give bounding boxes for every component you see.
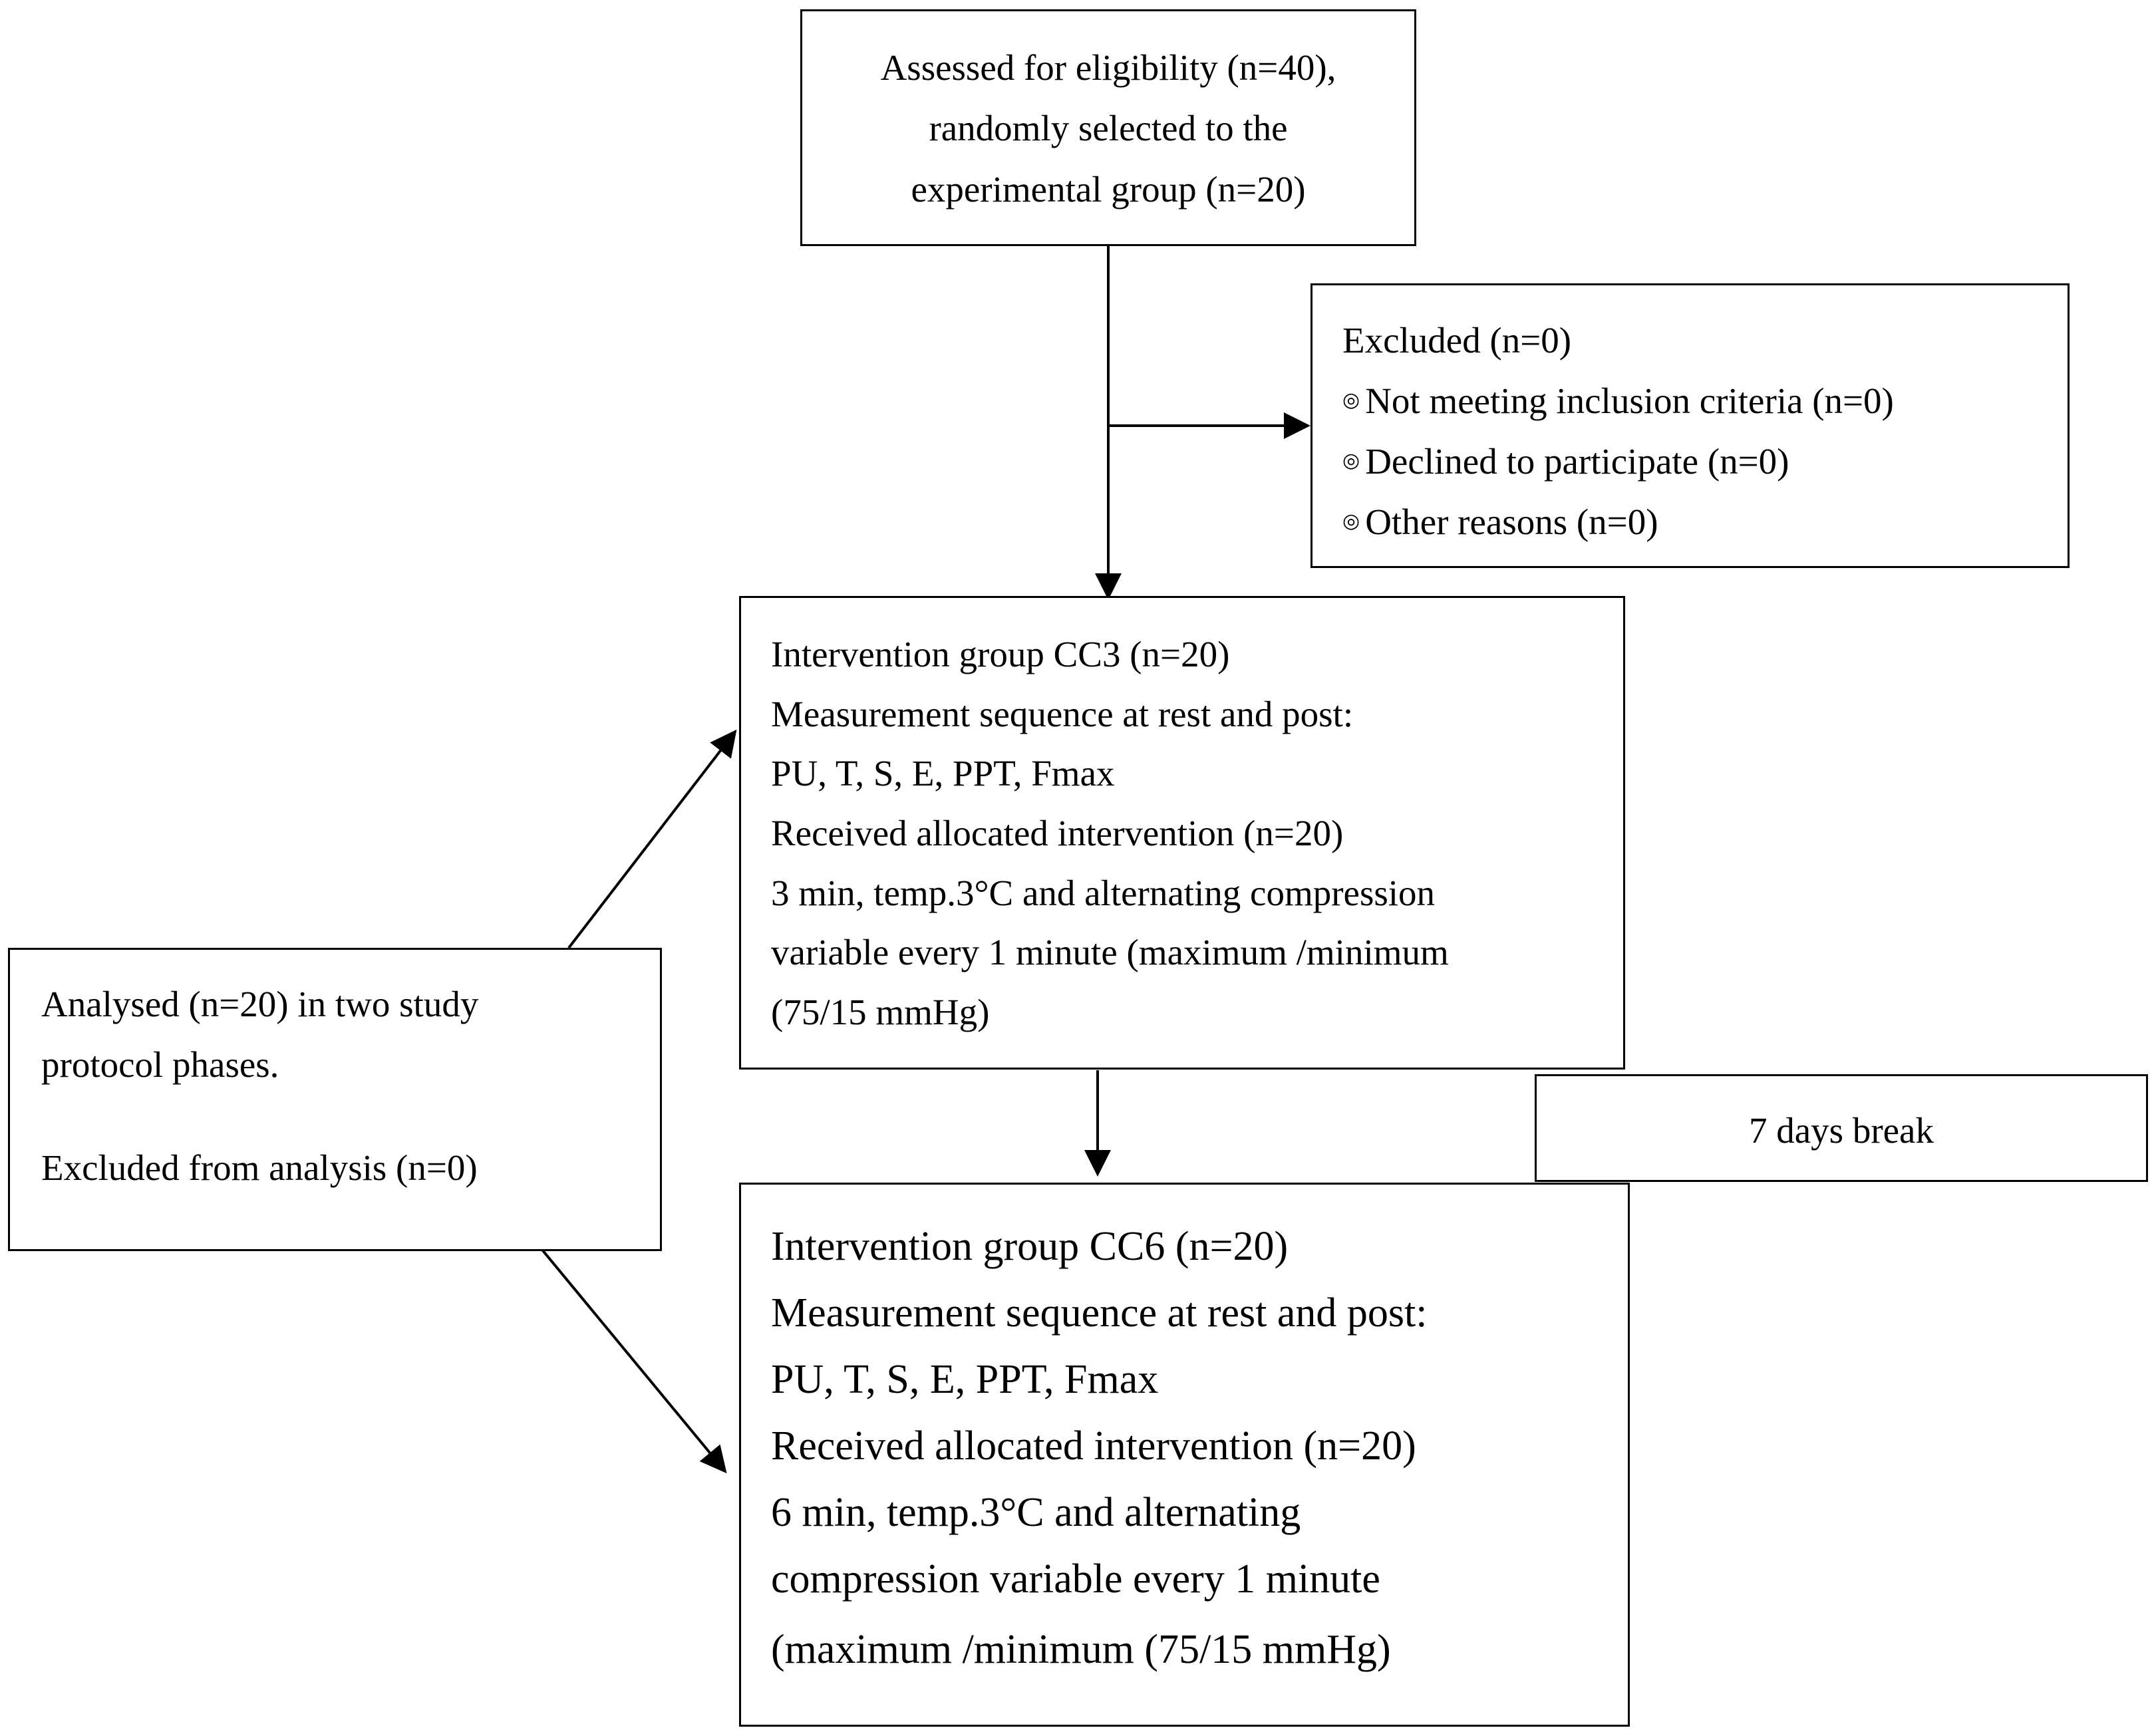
cc6-line-1: Intervention group CC6 (n=20) [771,1224,1289,1269]
excluded-box: Excluded (n=0) ◎Not meeting inclusion cr… [1310,283,2070,568]
excluded-item-label: Declined to participate (n=0) [1365,441,1789,482]
excluded-item-label: Not meeting inclusion criteria (n=0) [1365,380,1894,421]
break-box: 7 days break [1535,1074,2148,1182]
cc3-line-6: variable every 1 minute (maximum /minimu… [771,932,1449,972]
open-circle-bullet-icon: ◎ [1342,510,1360,533]
excluded-item-label: Other reasons (n=0) [1365,502,1658,542]
excluded-item-2: ◎Declined to participate (n=0) [1342,443,1789,480]
open-circle-bullet-icon: ◎ [1342,450,1360,472]
assessed-line-1: Assessed for eligibility (n=40), [880,47,1336,88]
cc6-line-3: PU, T, S, E, PPT, Fmax [771,1357,1159,1402]
cc3-line-5: 3 min, temp.3°C and alternating compress… [771,873,1436,913]
analysed-line-2: protocol phases. [41,1044,279,1085]
cc3-line-4: Received allocated intervention (n=20) [771,813,1344,853]
cc6-line-5: 6 min, temp.3°C and alternating [771,1490,1301,1535]
assessed-line-2: randomly selected to the [929,108,1288,148]
cc6-line-4: Received allocated intervention (n=20) [771,1423,1416,1469]
excluded-title: Excluded (n=0) [1342,320,1572,361]
arrow-analysed-to-cc3 [567,729,737,949]
cc6-line-2: Measurement sequence at rest and post: [771,1290,1428,1336]
excluded-item-1: ◎Not meeting inclusion criteria (n=0) [1342,382,1894,419]
excluded-item-3: ◎Other reasons (n=0) [1342,504,1658,540]
analysed-line-3: Excluded from analysis (n=0) [41,1147,478,1188]
cc6-line-7: (maximum /minimum (75/15 mmHg) [771,1627,1391,1672]
break-label: 7 days break [1749,1110,1934,1151]
open-circle-bullet-icon: ◎ [1342,389,1360,412]
cc3-line-7: (75/15 mmHg) [771,992,990,1032]
assessed-box: Assessed for eligibility (n=40), randoml… [800,9,1416,246]
cc3-line-2: Measurement sequence at rest and post: [771,694,1354,734]
cc6-line-6: compression variable every 1 minute [771,1556,1380,1602]
arrow-analysed-to-cc6 [541,1248,727,1474]
analysed-box: Analysed (n=20) in two study protocol ph… [8,948,662,1251]
analysed-line-1: Analysed (n=20) in two study [41,984,479,1024]
cc3-line-3: PU, T, S, E, PPT, Fmax [771,753,1115,794]
cc6-box: Intervention group CC6 (n=20) Measuremen… [739,1183,1630,1727]
cc3-line-1: Intervention group CC3 (n=20) [771,634,1230,674]
cc3-box: Intervention group CC3 (n=20) Measuremen… [739,596,1625,1070]
assessed-line-3: experimental group (n=20) [911,169,1306,210]
